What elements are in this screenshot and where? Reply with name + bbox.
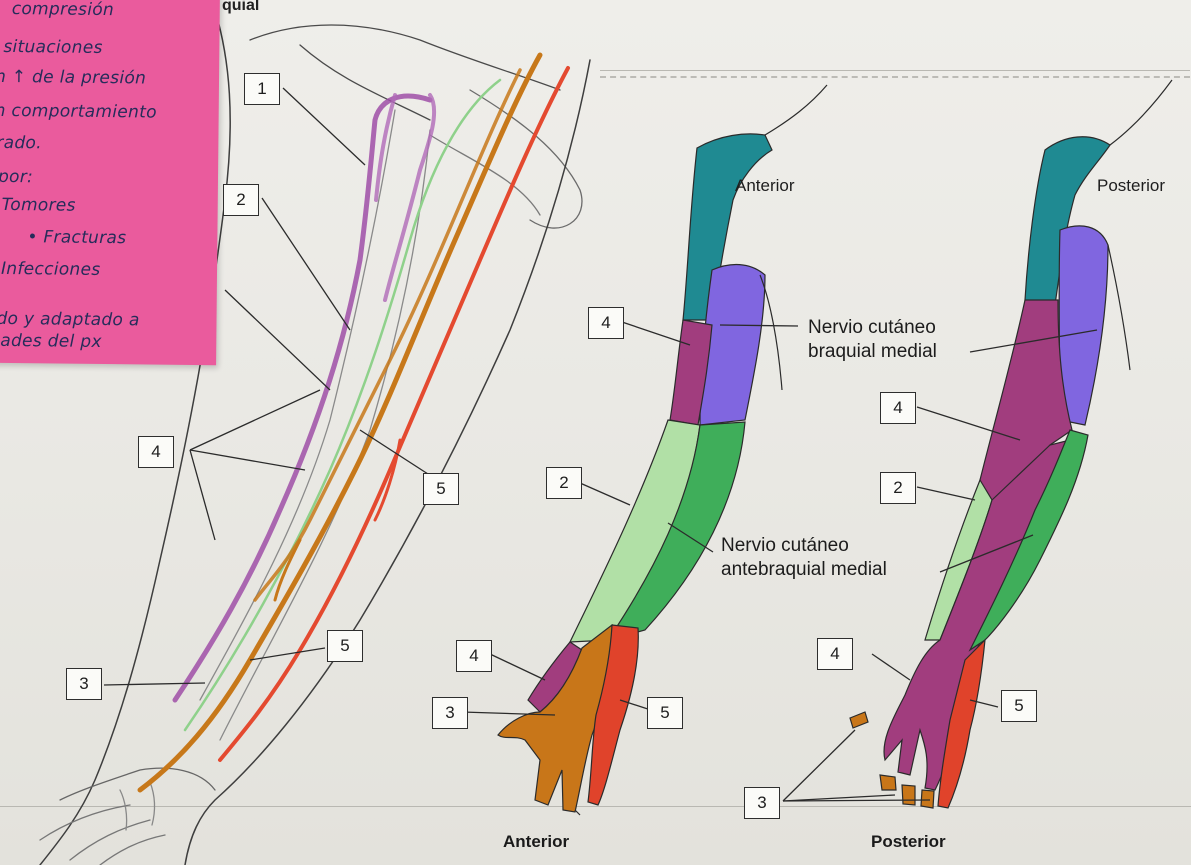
handwritten-line: rado. — [0, 133, 42, 153]
label-box-5: 5 — [327, 630, 363, 662]
posterior-arm-outline — [1108, 80, 1172, 370]
label-box-2: 2 — [223, 184, 259, 216]
label-box-4: 4 — [138, 436, 174, 468]
label-box-2: 2 — [880, 472, 916, 504]
figure-header-fragment: quial — [222, 0, 259, 15]
label-box-5: 5 — [1001, 690, 1037, 722]
callout-braquial-line-2: braquial medial — [808, 340, 937, 363]
handwritten-line: situaciones — [3, 37, 103, 58]
label-box-3: 3 — [744, 787, 780, 819]
label-box-4: 4 — [456, 640, 492, 672]
callout-antebraquial-line-2: antebraquial medial — [721, 558, 887, 581]
view-label-anterior: Anterior — [735, 176, 795, 196]
handwritten-line: Infecciones — [1, 259, 101, 280]
handwritten-line: n ↑ de la presión — [0, 67, 146, 89]
caption-posterior: Posterior — [871, 832, 946, 852]
callout-antebraquial-line-1: Nervio cutáneo — [721, 534, 849, 557]
label-box-4: 4 — [880, 392, 916, 424]
label-box-5: 5 — [423, 473, 459, 505]
label-box-1: 1 — [244, 73, 280, 105]
handwritten-line: compresión — [12, 0, 115, 20]
label-box-5: 5 — [647, 697, 683, 729]
label-box-3: 3 — [66, 668, 102, 700]
label-box-3: 3 — [432, 697, 468, 729]
caption-anterior: Anterior — [503, 832, 569, 852]
label-box-4: 4 — [588, 307, 624, 339]
handwritten-line: Tomores — [2, 195, 76, 216]
label-box-4: 4 — [817, 638, 853, 670]
handwritten-line: por: — [0, 167, 33, 187]
anterior-arm-map — [498, 134, 772, 812]
handwritten-line: n comportamiento — [0, 101, 157, 123]
handwritten-line: do y adaptado a — [0, 309, 140, 330]
view-label-posterior: Posterior — [1097, 176, 1165, 196]
label-box-2: 2 — [546, 467, 582, 499]
sticky-note: compresión situaciones n ↑ de la presión… — [0, 0, 220, 365]
handwritten-line: ades del px — [0, 331, 102, 352]
handwritten-line: • Fracturas — [27, 227, 126, 248]
callout-braquial-line-1: Nervio cutáneo — [808, 316, 936, 339]
